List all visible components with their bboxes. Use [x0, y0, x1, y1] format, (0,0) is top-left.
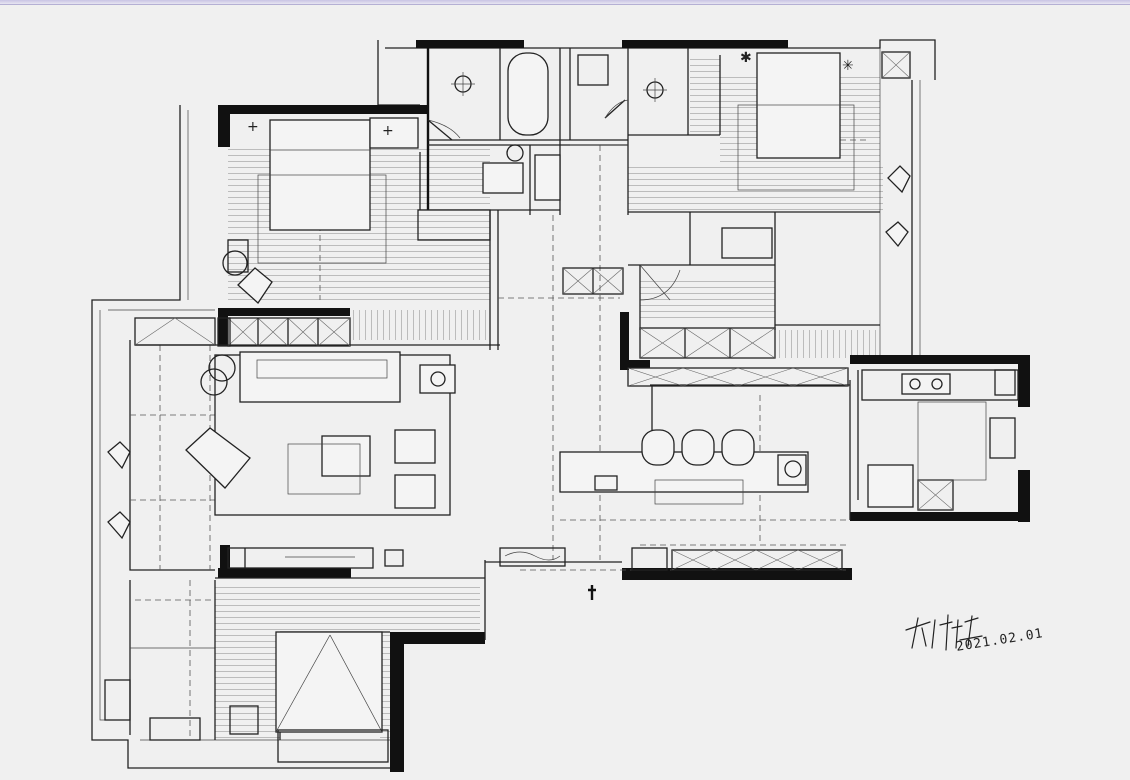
bedroom-3: [104, 580, 389, 763]
storage-cabinets: [134, 51, 954, 571]
bathrooms: [451, 52, 667, 201]
svg-text:✱: ✱: [740, 50, 752, 66]
dining-area: [499, 429, 809, 600]
living-room: [107, 351, 456, 569]
svg-text:+: +: [247, 119, 259, 135]
svg-text:✳: ✳: [842, 58, 854, 74]
svg-text:+: +: [382, 123, 394, 139]
bedroom-2: ✳ ✱: [639, 50, 911, 301]
kitchen: [861, 369, 1019, 508]
walls: [218, 40, 1030, 772]
handwritten-signature: [905, 614, 983, 651]
window-top-edge: [0, 0, 1130, 5]
master-bedroom: + +: [222, 117, 491, 304]
